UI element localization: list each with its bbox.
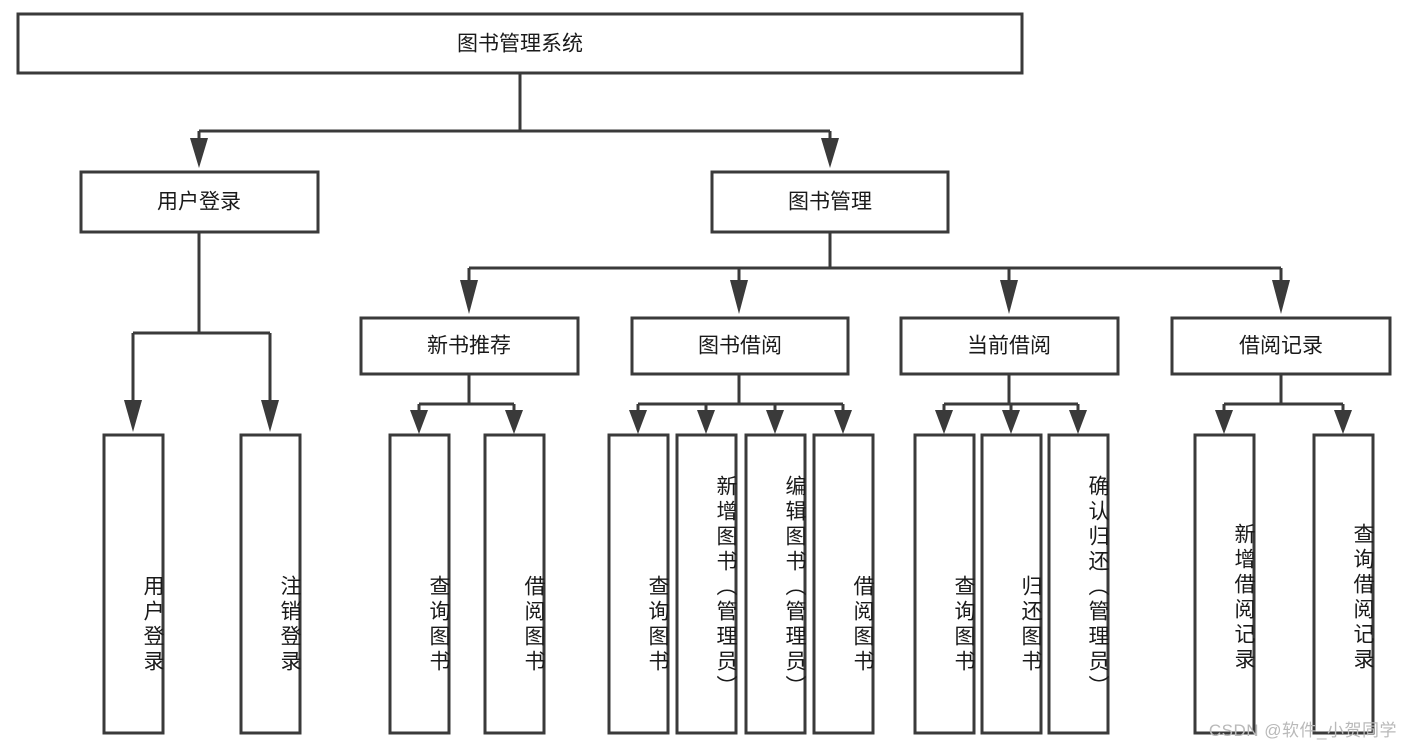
node-box-borrow-record[interactable] bbox=[1170, 316, 1392, 376]
node-box-current-borrow[interactable] bbox=[899, 316, 1120, 376]
connector-group-root bbox=[190, 73, 839, 168]
csdn-watermark: CSDN @软件_小贺同学 bbox=[1208, 721, 1397, 740]
node-box-new-book-recommend[interactable] bbox=[359, 316, 580, 376]
connector-group-new-book-recommend bbox=[410, 374, 523, 434]
node-box-leaf-add-book[interactable] bbox=[675, 433, 738, 735]
arrowhead-leaf-add-book bbox=[697, 410, 715, 434]
arrowhead-leaf-borrow-book-1 bbox=[505, 410, 523, 434]
node-label-book-management: 图书管理 bbox=[788, 191, 872, 214]
node-box-leaf-user-logout[interactable] bbox=[239, 433, 302, 735]
connector-group-book-management bbox=[460, 232, 1290, 314]
node-label-root: 图书管理系统 bbox=[457, 33, 583, 56]
node-label-current-borrow: 当前借阅 bbox=[967, 335, 1051, 358]
node-box-leaf-borrow-book-1[interactable] bbox=[483, 433, 546, 735]
connector-group-current-borrow bbox=[935, 374, 1087, 434]
arrowhead-leaf-user-login bbox=[124, 400, 142, 432]
node-label-new-book-recommend: 新书推荐 bbox=[427, 335, 511, 358]
node-box-book-management[interactable] bbox=[710, 170, 950, 234]
node-box-root[interactable] bbox=[16, 12, 1024, 75]
arrowhead-book-borrow bbox=[730, 280, 748, 314]
arrowhead-borrow-record bbox=[1272, 280, 1290, 314]
arrowhead-leaf-user-logout bbox=[261, 400, 279, 432]
node-box-leaf-user-login[interactable] bbox=[102, 433, 165, 735]
node-box-leaf-edit-book[interactable] bbox=[744, 433, 807, 735]
arrowhead-leaf-query-book-3 bbox=[935, 410, 953, 434]
node-box-leaf-borrow-book-2[interactable] bbox=[812, 433, 875, 735]
node-box-leaf-confirm-return[interactable] bbox=[1047, 433, 1110, 735]
node-box-book-borrow[interactable] bbox=[630, 316, 850, 376]
node-box-leaf-query-book-2[interactable] bbox=[607, 433, 670, 735]
connector-group-book-borrow bbox=[629, 374, 852, 434]
node-box-leaf-return-book[interactable] bbox=[980, 433, 1043, 735]
connector-group-borrow-record bbox=[1215, 374, 1352, 434]
arrowhead-leaf-borrow-book-2 bbox=[834, 410, 852, 434]
arrowhead-current-borrow bbox=[1000, 280, 1018, 314]
node-box-leaf-query-book-1[interactable] bbox=[388, 433, 451, 735]
arrowhead-leaf-confirm-return bbox=[1069, 410, 1087, 434]
node-box-leaf-add-record[interactable] bbox=[1193, 433, 1256, 735]
arrowhead-leaf-query-book-1 bbox=[410, 410, 428, 434]
node-label-borrow-record: 借阅记录 bbox=[1239, 335, 1323, 358]
arrowhead-leaf-add-record bbox=[1215, 410, 1233, 434]
node-box-user-login[interactable] bbox=[79, 170, 320, 234]
node-box-leaf-query-record[interactable] bbox=[1312, 433, 1375, 735]
node-label-book-borrow: 图书借阅 bbox=[698, 335, 782, 358]
arrowhead-leaf-query-book-2 bbox=[629, 410, 647, 434]
arrowhead-leaf-query-record bbox=[1334, 410, 1352, 434]
arrowhead-new-book-recommend bbox=[460, 280, 478, 314]
arrowhead-leaf-return-book bbox=[1002, 410, 1020, 434]
arrowhead-leaf-edit-book bbox=[766, 410, 784, 434]
arrowhead-user-login bbox=[190, 138, 208, 168]
connector-group-user-login bbox=[124, 232, 279, 432]
arrowhead-book-management bbox=[821, 138, 839, 168]
node-label-user-login: 用户登录 bbox=[157, 191, 241, 214]
node-box-leaf-query-book-3[interactable] bbox=[913, 433, 976, 735]
